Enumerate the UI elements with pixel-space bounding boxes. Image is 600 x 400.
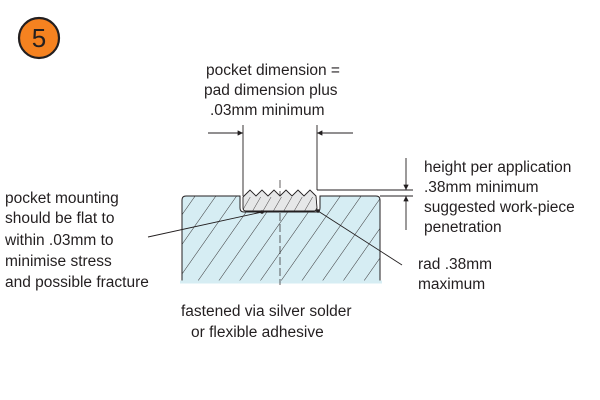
step-badge: 5 [17,16,61,60]
label-fastened: fastened via silver solder or flexible a… [181,303,352,341]
label-rad: rad .38mm maximum [418,256,492,293]
label-line: maximum [418,276,485,293]
label-line: rad .38mm [418,256,492,273]
label-line: fastened via silver solder [181,303,352,320]
pad [242,189,320,214]
label-line: penetration [424,219,502,236]
workpiece [180,180,382,285]
label-pocket-dimension: pocket dimension = pad dimension plus .0… [204,62,340,119]
label-line: suggested work-piece [424,199,575,216]
label-line: .03mm minimum [210,102,325,119]
label-line: pocket dimension = [206,62,340,79]
label-line: height per application [424,159,571,176]
label-line: pad dimension plus [204,82,338,99]
label-line: minimise stress [5,253,112,270]
label-height: height per application .38mm minimum sug… [424,159,575,236]
label-line: and possible fracture [5,274,149,291]
dimension-lines [147,125,413,266]
label-line: should be flat to [5,210,114,227]
label-line: or flexible adhesive [191,324,324,341]
label-line: .38mm minimum [424,179,539,196]
label-line: within .03mm to [4,232,114,249]
label-line: pocket mounting [5,190,119,207]
badge-circle [17,16,61,60]
label-pocket-mounting: pocket mounting should be flat to within… [4,190,149,291]
badge-number: 5 [32,23,46,53]
